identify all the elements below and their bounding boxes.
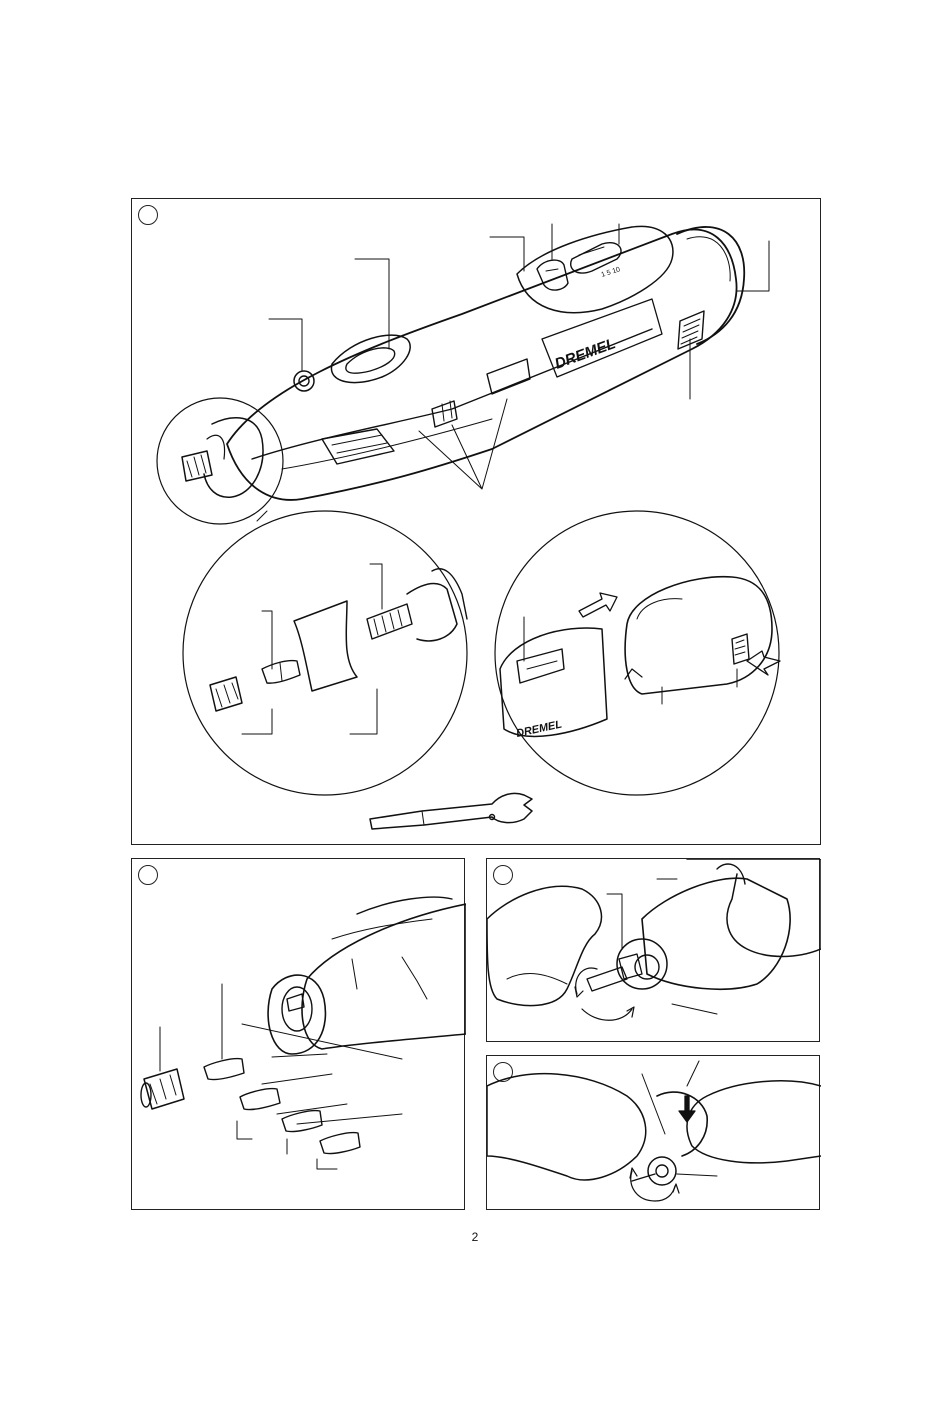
tool-body xyxy=(657,1092,707,1156)
tool-overview-drawing: 1 5 10 DREMEL xyxy=(132,199,822,846)
svg-text:1 5 10: 1 5 10 xyxy=(600,266,621,279)
collet-nut xyxy=(619,954,642,979)
tool-nose xyxy=(302,904,466,1049)
figure-3-panel xyxy=(486,858,820,1042)
hand-left xyxy=(487,886,601,1005)
battery-removal-circle xyxy=(495,511,779,795)
page-number: 2 xyxy=(0,1230,950,1244)
leader-lines xyxy=(160,984,402,1169)
tool-body xyxy=(227,230,737,500)
wrench xyxy=(587,967,627,991)
collet-3 xyxy=(282,1111,322,1132)
arrow-right xyxy=(747,651,780,675)
battery-pack xyxy=(625,577,772,694)
shaft-lock-slider xyxy=(331,335,410,382)
leader-lines-left xyxy=(242,564,382,734)
collet-nut-part xyxy=(210,677,242,711)
arrow-left-up xyxy=(579,593,617,617)
nose-detail-circle xyxy=(157,398,283,524)
figure-2-panel xyxy=(131,858,465,1210)
collet-wrench-piece xyxy=(294,601,357,691)
leader-lines xyxy=(642,1061,717,1176)
collet-wrench xyxy=(370,793,532,829)
tool-body xyxy=(642,878,790,989)
brand-logo: DREMEL xyxy=(553,335,618,373)
leader-lines-right xyxy=(524,617,737,704)
nose-cap xyxy=(648,1157,676,1185)
collet-parts-circle xyxy=(183,511,467,795)
nose-cap xyxy=(617,939,667,989)
leader-lines xyxy=(269,224,769,489)
shaft-lock-drawing xyxy=(487,1056,821,1211)
collet-1 xyxy=(204,1059,244,1080)
hand-left xyxy=(487,1074,646,1180)
figure-1-panel: 1 5 10 DREMEL xyxy=(131,198,821,845)
collet-4 xyxy=(320,1133,360,1154)
side-ribs xyxy=(487,359,530,394)
wrench-loosening-drawing xyxy=(487,859,821,1043)
shaft-thread xyxy=(367,604,412,639)
battery-end-cap xyxy=(677,227,744,344)
hand-right xyxy=(687,859,821,957)
figure-4-panel xyxy=(486,1055,820,1210)
collet-2 xyxy=(240,1089,280,1110)
collet-sizes-drawing xyxy=(132,859,466,1211)
